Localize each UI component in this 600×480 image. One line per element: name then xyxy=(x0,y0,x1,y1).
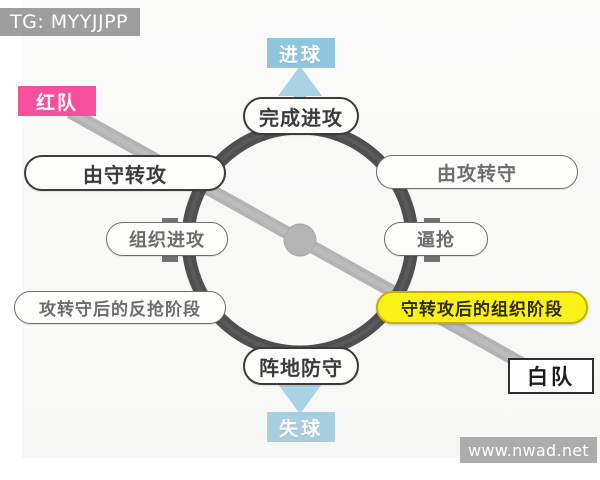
center-hub-icon xyxy=(283,223,317,257)
stage-attack-to-defense: 由攻转守 xyxy=(376,155,578,189)
stage-complete-attack-label: 完成进攻 xyxy=(259,105,343,130)
stage-organize-attack-label: 组织进攻 xyxy=(129,230,205,251)
stage-counterpress-phase-label: 攻转守后的反抢阶段 xyxy=(39,300,201,320)
stage-pressing-label: 逼抢 xyxy=(417,230,455,251)
outcome-goal-scored: 进球 xyxy=(267,38,335,68)
stage-complete-attack: 完成进攻 xyxy=(243,97,359,135)
stage-organize-attack: 组织进攻 xyxy=(106,222,228,256)
team-tag-red: 红队 xyxy=(18,86,96,116)
stage-counterpress-phase: 攻转守后的反抢阶段 xyxy=(14,291,226,324)
stage-defense-to-attack-label: 由守转攻 xyxy=(83,162,167,187)
stage-positional-defense-label: 阵地防守 xyxy=(259,355,343,380)
watermark-bottom-right-text: www.nwad.net xyxy=(468,440,590,460)
stage-organization-phase: 守转攻后的组织阶段 xyxy=(376,291,588,324)
stage-organization-phase-label: 守转攻后的组织阶段 xyxy=(401,300,563,320)
team-tag-white-label: 白队 xyxy=(527,365,575,389)
stage-positional-defense: 阵地防守 xyxy=(243,347,359,385)
watermark-top-left: TG: MYYJJPP xyxy=(0,8,140,36)
team-tag-red-label: 红队 xyxy=(35,91,78,114)
watermark-bottom-right: www.nwad.net xyxy=(460,437,598,463)
outcome-goal-conceded: 失球 xyxy=(267,412,335,442)
page-margin-bottom xyxy=(0,458,600,480)
stage-pressing: 逼抢 xyxy=(384,222,488,256)
stage-defense-to-attack: 由守转攻 xyxy=(24,155,226,191)
page-margin-left xyxy=(0,0,22,480)
watermark-top-left-text: TG: MYYJJPP xyxy=(10,11,128,33)
team-tag-white: 白队 xyxy=(508,358,594,394)
outcome-goal-scored-label: 进球 xyxy=(278,43,323,66)
stage-attack-to-defense-label: 由攻转守 xyxy=(436,162,517,185)
outcome-goal-conceded-label: 失球 xyxy=(278,417,323,440)
